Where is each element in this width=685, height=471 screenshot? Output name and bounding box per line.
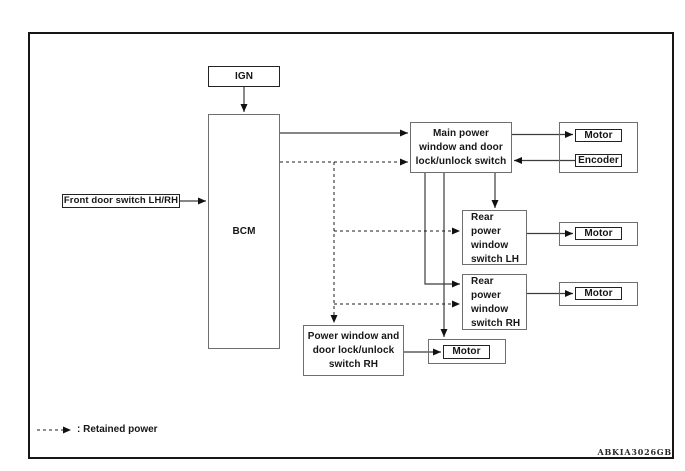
box-rear-rh-unit-container <box>559 282 638 306</box>
box-motor-rear-lh: Motor <box>575 227 622 240</box>
box-motor-main-label: Motor <box>584 129 613 141</box>
box-main-power-switch: Main power window and door lock/unlock s… <box>410 122 512 173</box>
box-rear-switch-lh-line2: window <box>471 240 509 251</box>
box-rear-switch-rh: Rear power window switch RH <box>462 274 527 330</box>
box-front-rh-unit-container <box>428 339 506 364</box>
box-rear-switch-rh-line2: window <box>471 304 509 315</box>
box-ign-label: IGN <box>234 70 254 82</box>
box-bcm: BCM <box>208 114 280 349</box>
box-main-power-switch-line3: lock/unlock switch <box>415 155 507 167</box>
box-power-window-switch-rh: Power window and door lock/unlock switch… <box>303 325 404 376</box>
box-motor-rear-rh-label: Motor <box>584 287 613 299</box>
box-encoder-label: Encoder <box>578 154 619 166</box>
box-motor-front-rh-label: Motor <box>452 346 481 357</box>
box-encoder: Encoder <box>575 154 622 167</box>
box-power-window-switch-rh-line3: switch RH <box>328 358 379 370</box>
box-main-power-switch-line1: Main power <box>432 127 489 139</box>
diagram-frame <box>28 32 674 459</box>
box-front-door-unit-container <box>559 122 638 173</box>
box-ign: IGN <box>208 66 280 87</box>
box-rear-switch-lh-line1: Rear power <box>471 212 501 237</box>
box-rear-lh-unit-container <box>559 222 638 246</box>
box-rear-switch-lh-line3: switch LH <box>471 254 520 265</box>
box-motor-rear-rh: Motor <box>575 287 622 300</box>
box-front-door-switch-label: Front door switch LH/RH <box>63 195 179 206</box>
box-front-door-switch: Front door switch LH/RH <box>62 194 180 208</box>
box-main-power-switch-line2: window and door <box>419 141 503 153</box>
box-motor-front-rh: Motor <box>443 345 490 359</box>
box-rear-switch-rh-line3: switch RH <box>471 318 521 329</box>
figure-code: ABKIA3026GB <box>597 447 672 457</box>
box-motor-rear-lh-label: Motor <box>584 227 613 239</box>
legend-retained-power: : Retained power <box>77 424 158 435</box>
box-rear-switch-lh: Rear power window switch LH <box>462 210 527 265</box>
box-bcm-label: BCM <box>232 225 256 237</box>
box-rear-switch-rh-line1: Rear power <box>471 276 501 301</box>
box-power-window-switch-rh-line2: door lock/unlock <box>312 344 395 356</box>
box-motor-main: Motor <box>575 129 622 142</box>
box-power-window-switch-rh-line1: Power window and <box>307 330 400 342</box>
